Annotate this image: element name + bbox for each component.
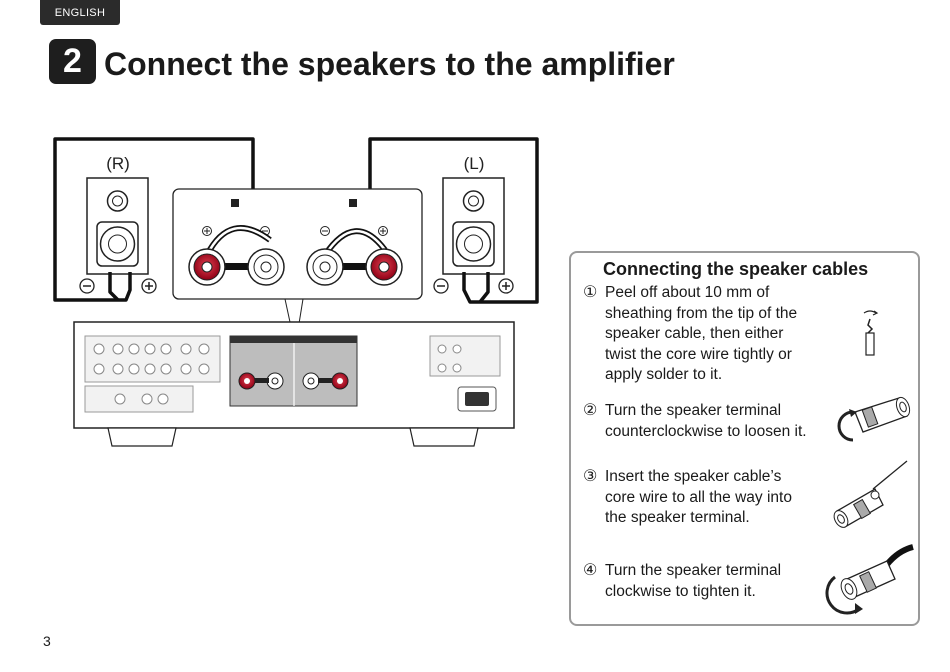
step-number: ④ xyxy=(583,562,598,579)
step-number: ② xyxy=(583,402,598,419)
panel-title: Connecting the speaker cables xyxy=(603,259,869,279)
tighten-terminal-icon xyxy=(825,544,914,615)
speaker-left-label: (L) xyxy=(464,154,485,173)
step-text: Turn the speaker terminal clockwise to t… xyxy=(605,562,782,600)
instruction-step-3: ③ Insert the speaker cable’s core wire t… xyxy=(583,467,825,529)
step-text: Insert the speaker cable’s core wire to … xyxy=(605,468,792,526)
terminal-closeup xyxy=(172,188,423,337)
insert-wire-icon xyxy=(833,460,908,528)
amplifier-rear-panel xyxy=(73,321,515,447)
language-tab: ENGLISH xyxy=(40,0,120,25)
step-number: ③ xyxy=(583,468,598,485)
page-title: Connect the speakers to the amplifier xyxy=(104,46,675,82)
instruction-step-1: ① Peel off about 10 mm of sheathing from… xyxy=(583,283,825,386)
speaker-right xyxy=(86,177,149,275)
instruction-step-2: ② Turn the speaker terminal counterclock… xyxy=(583,401,845,442)
instruction-step-4: ④ Turn the speaker terminal clockwise to… xyxy=(583,561,825,602)
step-number: ① xyxy=(583,284,598,301)
speaker-connection-diagram: (R) (L) xyxy=(53,137,539,447)
speaker-cable-instructions: Connecting the speaker cables ① Peel off… xyxy=(569,251,920,626)
speaker-right-label: (R) xyxy=(106,154,130,173)
twisted-wire-icon xyxy=(863,310,879,356)
loosen-terminal-icon xyxy=(837,396,911,442)
step-text: Peel off about 10 mm of sheathing from t… xyxy=(605,284,798,383)
page-number: 3 xyxy=(43,633,51,649)
speaker-left xyxy=(442,177,505,275)
step-number-badge: 2 xyxy=(49,39,96,84)
step-text: Turn the speaker terminal counterclockwi… xyxy=(605,402,807,440)
